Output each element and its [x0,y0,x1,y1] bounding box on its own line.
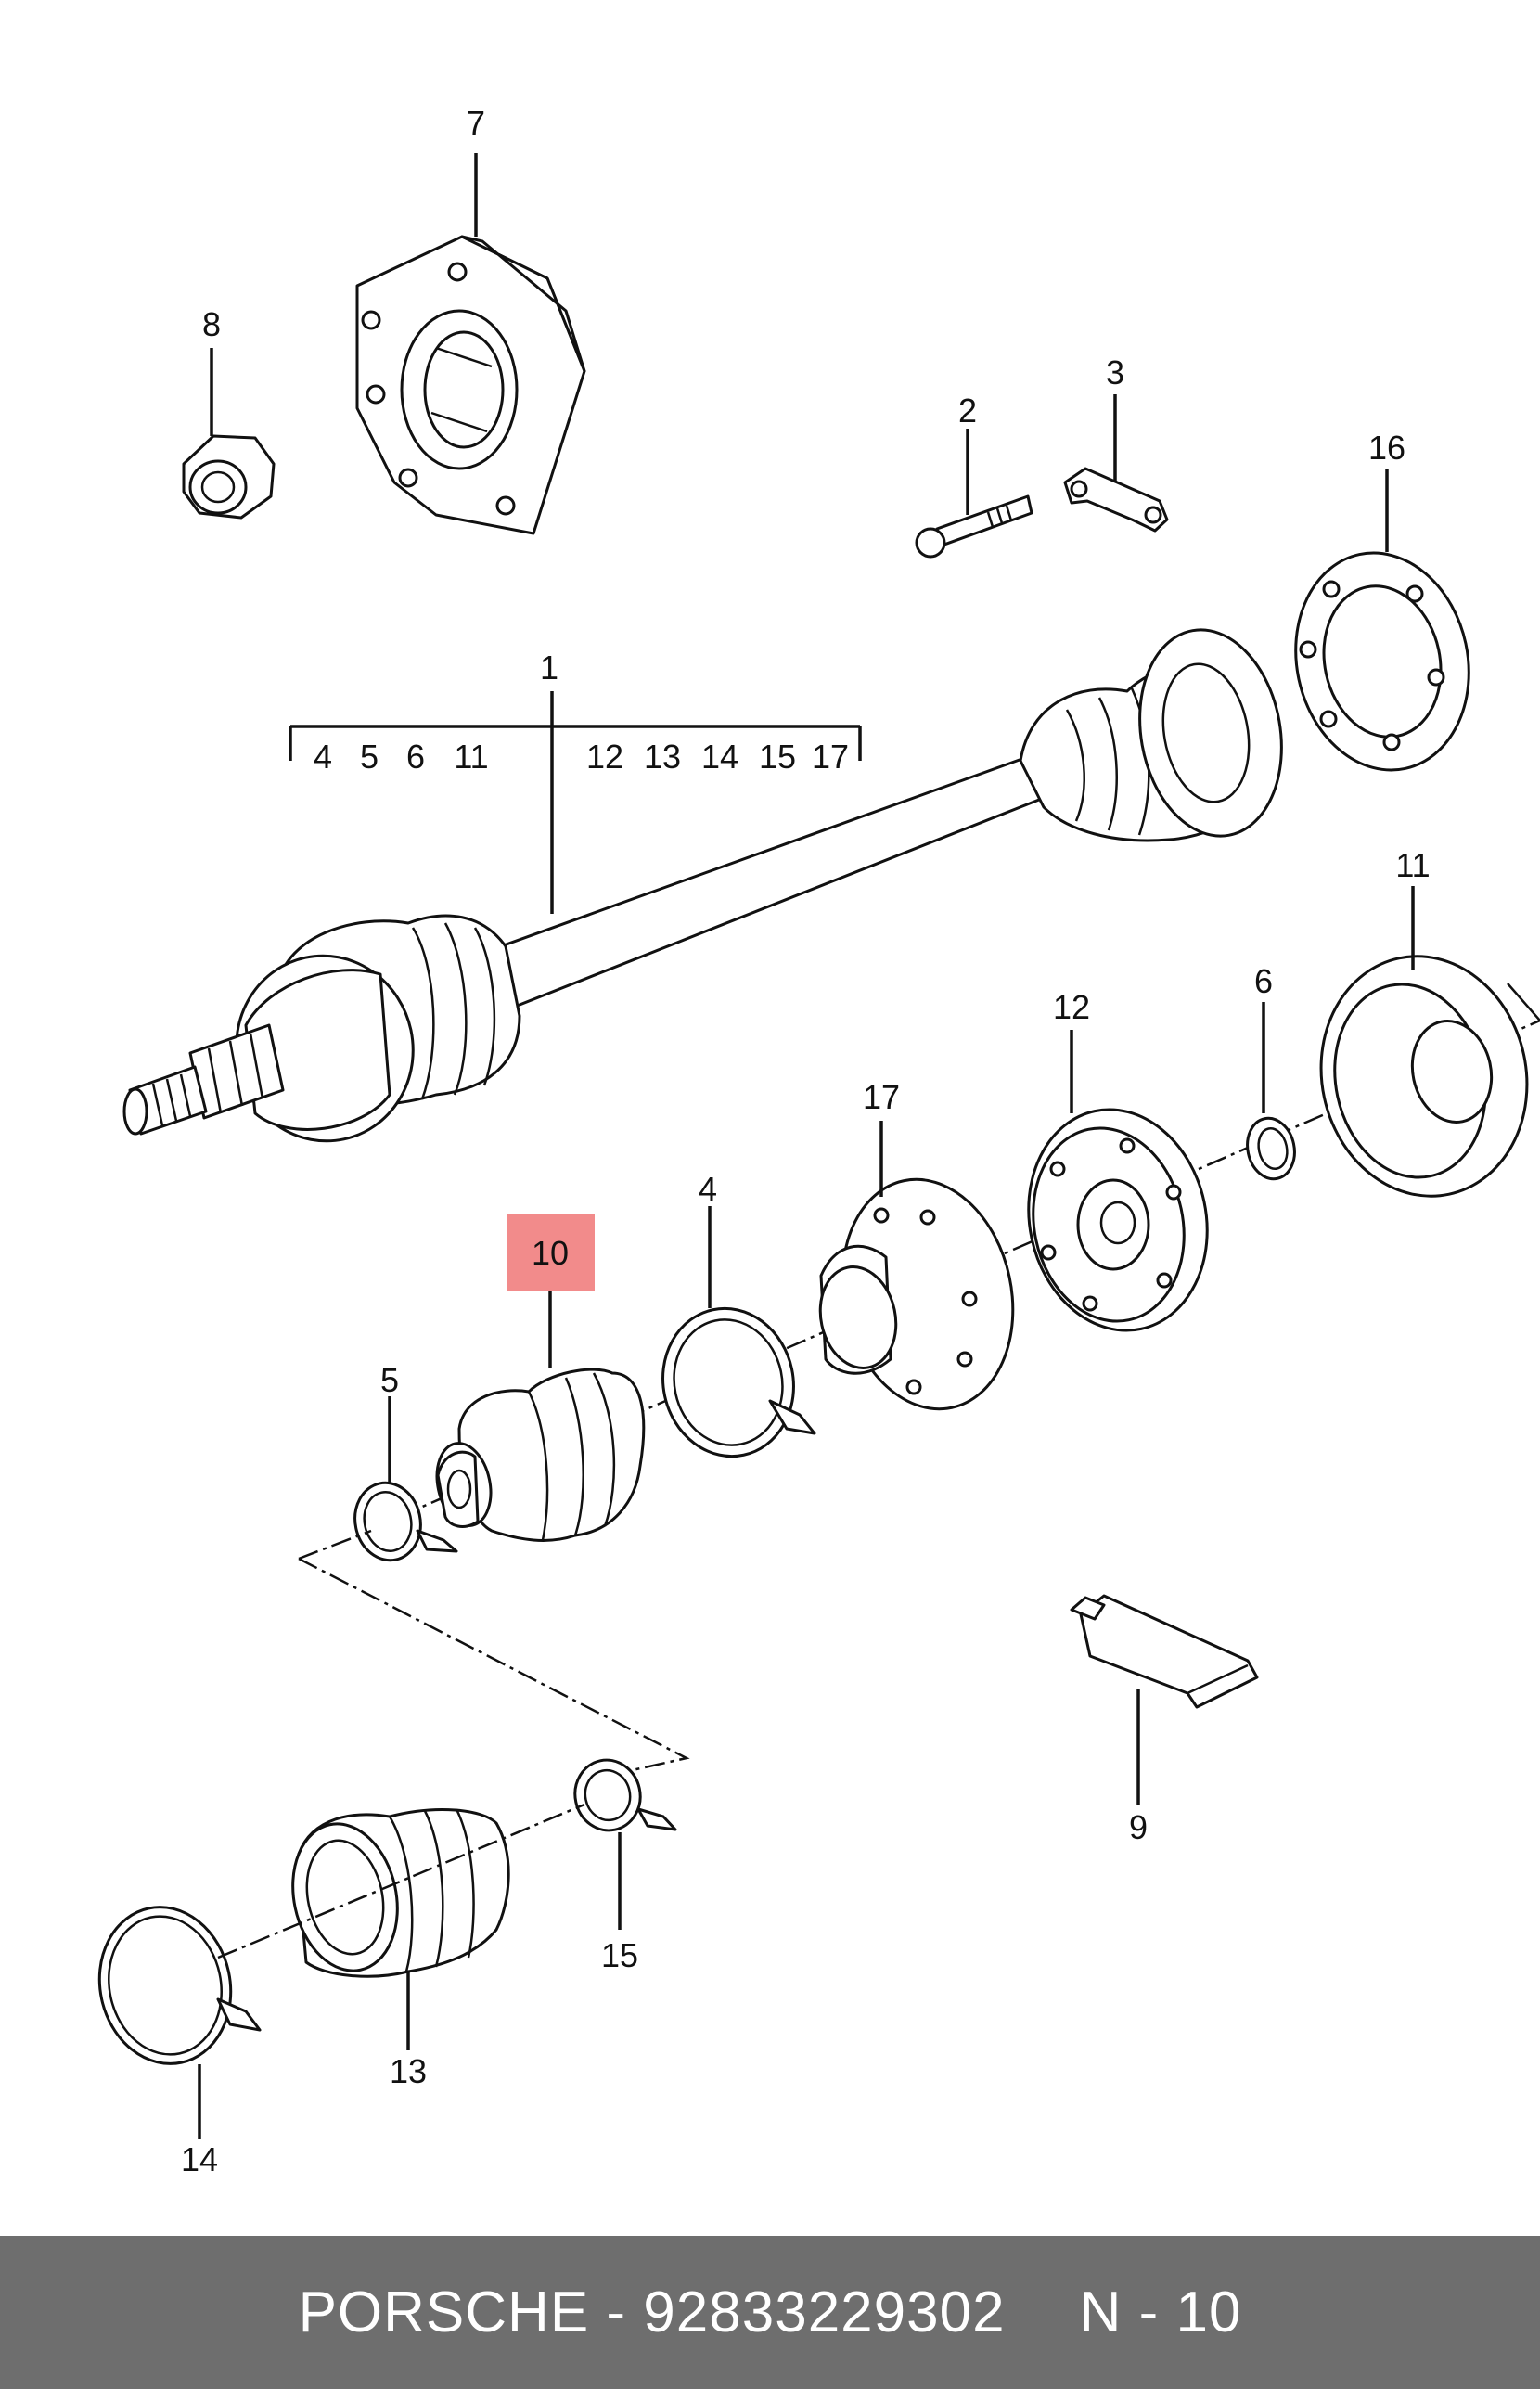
highlight-box [507,1214,595,1291]
label-17: 17 [863,1078,900,1116]
label-10: 10 [532,1234,569,1272]
part-10-boot [435,1368,646,1542]
part-2-bolt [915,494,1033,559]
label-11: 11 [1395,846,1430,884]
bracket-item: 17 [812,738,849,776]
footer-part-number: 92833229302 [643,2280,1006,2344]
lower-axis [217,1803,585,1959]
part-14-clamp [97,1906,262,2065]
bracket-item: 15 [759,738,796,776]
bracket-item: 13 [644,738,681,776]
bracket-item: 12 [586,738,623,776]
part-5-small-clamp [353,1481,458,1562]
bracket-item: 14 [701,738,738,776]
part-16-gasket [1294,551,1470,772]
part-6-circlip [1246,1116,1296,1181]
bracket-item: 4 [314,738,332,776]
label-5: 5 [380,1361,399,1399]
part-15-small-clamp [573,1758,677,1832]
exploded-parts-diagram: 7 8 2 3 16 [97,104,1540,2178]
label-7: 7 [467,104,485,142]
label-15: 15 [601,1936,638,1974]
part-7-flange [355,235,586,535]
part-17-flange-cap [818,1177,1015,1411]
label-6: 6 [1254,962,1273,1000]
footer-bar: PORSCHE - 92833229302 N - 10 [0,2236,1540,2389]
footer-separator: - [606,2280,627,2344]
part-8-nut [182,434,276,520]
label-2: 2 [958,392,977,430]
footer-brand: PORSCHE [298,2280,590,2344]
bracket-item-list: 4 5 6 11 12 13 14 15 17 [314,738,849,776]
part-1-drive-shaft [122,628,1283,1143]
label-12: 12 [1053,988,1090,1026]
part-11-joint [1319,955,1540,1198]
label-8: 8 [202,305,221,343]
part-9-grease-tube [1070,1594,1259,1709]
alt-assembly-path [298,1529,690,1779]
bracket-item: 11 [454,738,488,776]
label-9: 9 [1129,1808,1148,1846]
label-16: 16 [1368,429,1405,467]
part-4-clamp [661,1306,816,1458]
label-4: 4 [699,1170,717,1208]
bracket-item: 6 [406,738,425,776]
bracket-item: 5 [360,738,379,776]
footer-reference: N - 10 [1079,2280,1242,2344]
part-13-boot [291,1808,510,1978]
label-13: 13 [390,2052,427,2090]
part-3-lock-plate [1063,467,1169,533]
label-3: 3 [1106,353,1124,392]
part-12-cv-joint [1027,1108,1209,1332]
label-1: 1 [540,649,558,687]
label-14: 14 [181,2140,218,2178]
part-1-bracket [289,691,862,914]
